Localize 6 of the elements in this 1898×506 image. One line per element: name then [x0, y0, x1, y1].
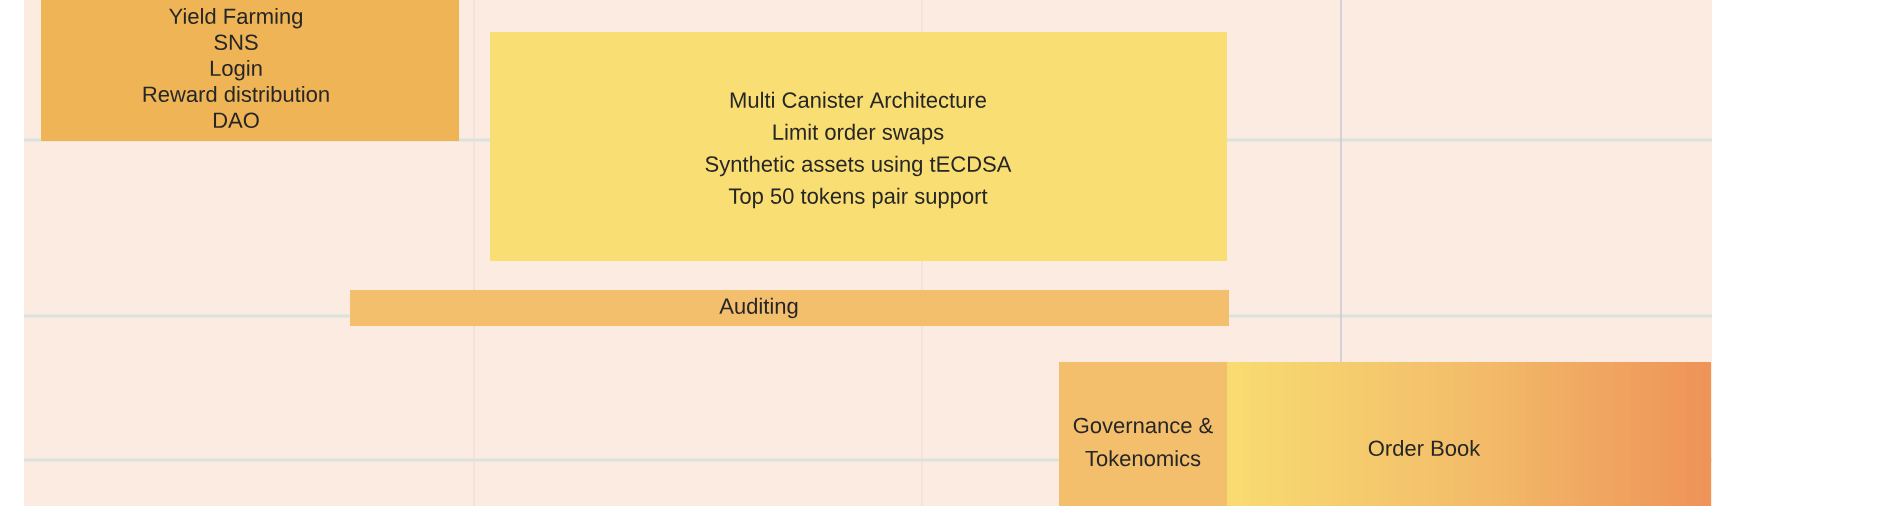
task-bar: Auditing	[350, 290, 1229, 326]
feature-box: Multi Canister Architecture Limit order swaps Synthetic assets using tECDSA Top 50 tokens pair support	[490, 32, 1227, 261]
node-label: Order Book	[1368, 439, 1481, 457]
feature-box: Yield Farming SNS Login Reward distribution DAO	[41, 0, 459, 141]
feature-box: Order Book	[1227, 362, 1711, 506]
feature-box: Governance & Tokenomics	[1059, 362, 1227, 506]
